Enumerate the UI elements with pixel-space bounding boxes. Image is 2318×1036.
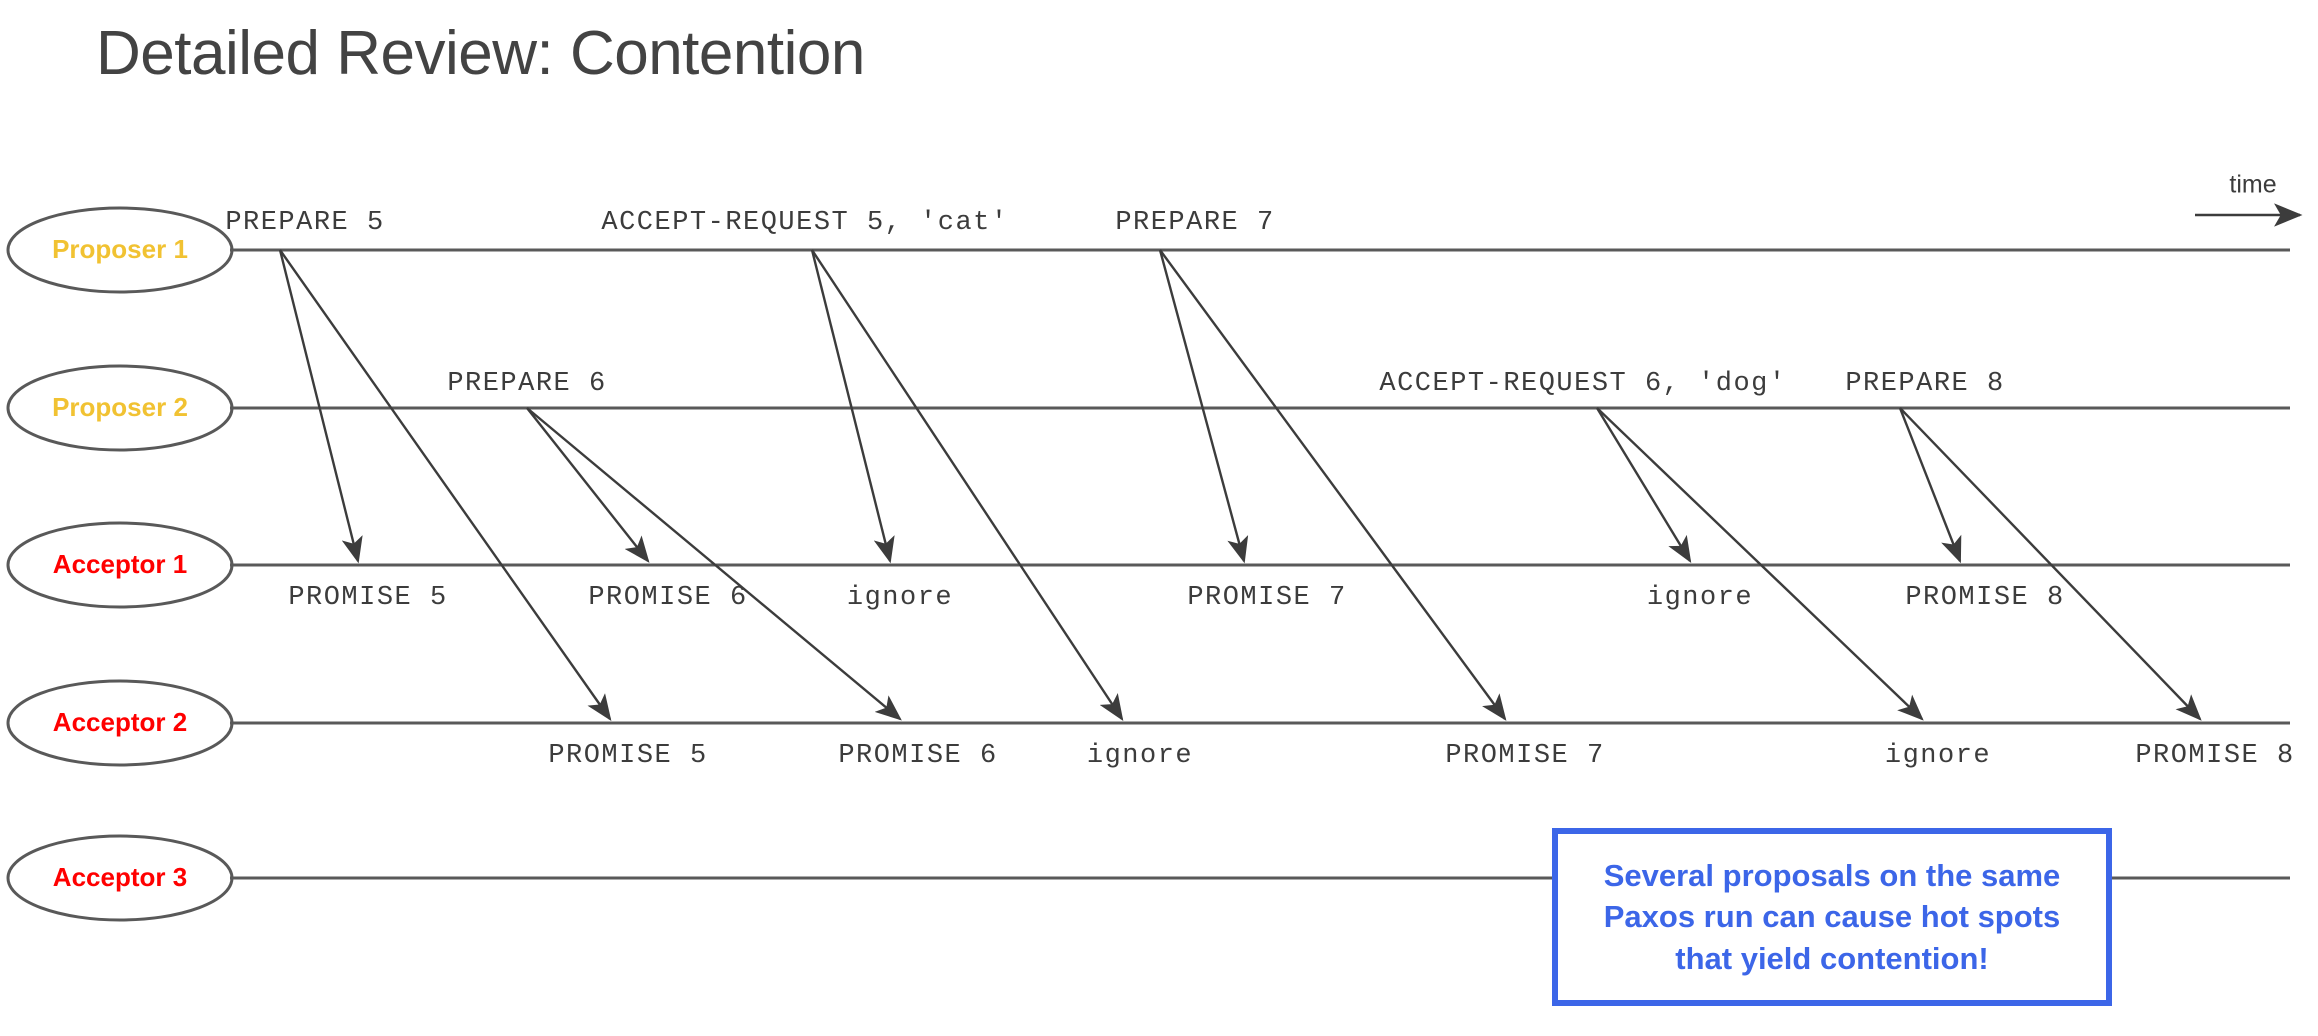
node-label-proposer-1: Proposer 1: [52, 234, 188, 264]
received-message-label-r7: PROMISE 5: [548, 741, 707, 771]
received-message-label-r1: PROMISE 5: [288, 583, 447, 613]
callout-line-1: Several proposals on the same: [1603, 857, 2061, 893]
received-message-label-r8: PROMISE 6: [838, 741, 997, 771]
received-message-label-r3: ignore: [847, 583, 953, 613]
message-arrow-m2-to-r3: [810, 249, 895, 564]
received-message-label-r11: ignore: [1885, 741, 1991, 771]
message-arrow-m3-to-r10: [1159, 249, 1507, 721]
message-arrow-m1-to-r7: [279, 249, 612, 721]
message-arrow-m5-to-r5: [1595, 407, 1692, 564]
message-arrow-m3-to-r4: [1158, 249, 1249, 564]
lane-acceptor-2: Acceptor 2: [6, 679, 2290, 767]
lanes-layer: Proposer 1 Proposer 2 Acceptor 1 Acceptor 2…: [6, 206, 2290, 922]
received-message-label-r6: PROMISE 8: [1905, 583, 2064, 613]
received-message-label-r9: ignore: [1087, 741, 1193, 771]
callout-text: Several proposals on the same Paxos run …: [1590, 851, 2075, 984]
node-label-acceptor-1: Acceptor 1: [53, 549, 187, 579]
message-arrow-m2-to-r9: [810, 249, 1124, 722]
message-arrow-m6-to-r12: [1899, 407, 2202, 721]
node-label-acceptor-2: Acceptor 2: [53, 707, 187, 737]
node-label-proposer-2: Proposer 2: [52, 392, 188, 422]
sent-message-labels-layer: PREPARE 5 ACCEPT-REQUEST 5, 'cat' PREPARE …: [225, 208, 2004, 399]
received-message-label-r2: PROMISE 6: [588, 583, 747, 613]
callout-line-3: that yield contention!: [1675, 940, 1989, 976]
sent-message-label-m1: PREPARE 5: [225, 208, 384, 238]
message-arrow-m6-to-r6: [1898, 407, 1962, 564]
message-arrow-m5-to-r11: [1596, 407, 1924, 721]
sent-message-label-m2: ACCEPT-REQUEST 5, 'cat': [601, 208, 1008, 238]
sent-message-label-m3: PREPARE 7: [1115, 208, 1274, 238]
message-arrow-m4-to-r2: [526, 407, 650, 563]
time-axis: time: [2195, 171, 2303, 227]
message-arrows-layer: [278, 249, 2202, 722]
received-message-label-r12: PROMISE 8: [2135, 741, 2294, 771]
time-axis-label: time: [2229, 171, 2276, 199]
received-message-label-r10: PROMISE 7: [1445, 741, 1604, 771]
message-arrow-m1-to-r1: [278, 249, 363, 564]
lane-acceptor-1: Acceptor 1: [6, 521, 2290, 609]
lane-proposer-2: Proposer 2: [6, 364, 2290, 452]
sent-message-label-m6: PREPARE 8: [1845, 369, 2004, 399]
callout-line-2: Paxos run can cause hot spots: [1603, 899, 2061, 935]
node-label-acceptor-3: Acceptor 3: [53, 862, 187, 892]
received-message-label-r5: ignore: [1647, 583, 1753, 613]
lane-proposer-1: Proposer 1: [6, 206, 2290, 294]
sent-message-label-m5: ACCEPT-REQUEST 6, 'dog': [1379, 369, 1786, 399]
page-title: Detailed Review: Contention: [96, 19, 865, 88]
callout-box: Several proposals on the same Paxos run …: [1552, 828, 2112, 1006]
sent-message-label-m4: PREPARE 6: [447, 369, 606, 399]
received-message-label-r4: PROMISE 7: [1187, 583, 1346, 613]
message-arrow-m4-to-r8: [526, 407, 902, 721]
